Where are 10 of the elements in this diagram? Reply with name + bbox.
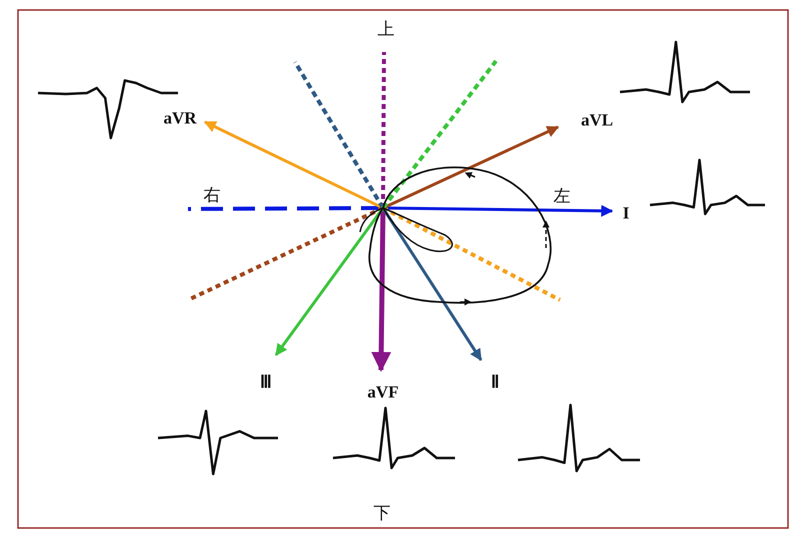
lead-label: Ⅲ bbox=[260, 374, 272, 390]
lead-label: I bbox=[622, 204, 630, 222]
lead-label: aVL bbox=[580, 112, 614, 128]
direction-label: 左 bbox=[554, 188, 570, 206]
lead-label: aVR bbox=[163, 110, 197, 126]
direction-label: 右 bbox=[204, 188, 220, 204]
lead-label: aVF bbox=[367, 384, 399, 400]
direction-label: 上 bbox=[378, 22, 394, 38]
direction-label: 下 bbox=[374, 506, 390, 522]
lead-label: Ⅱ bbox=[491, 374, 499, 390]
